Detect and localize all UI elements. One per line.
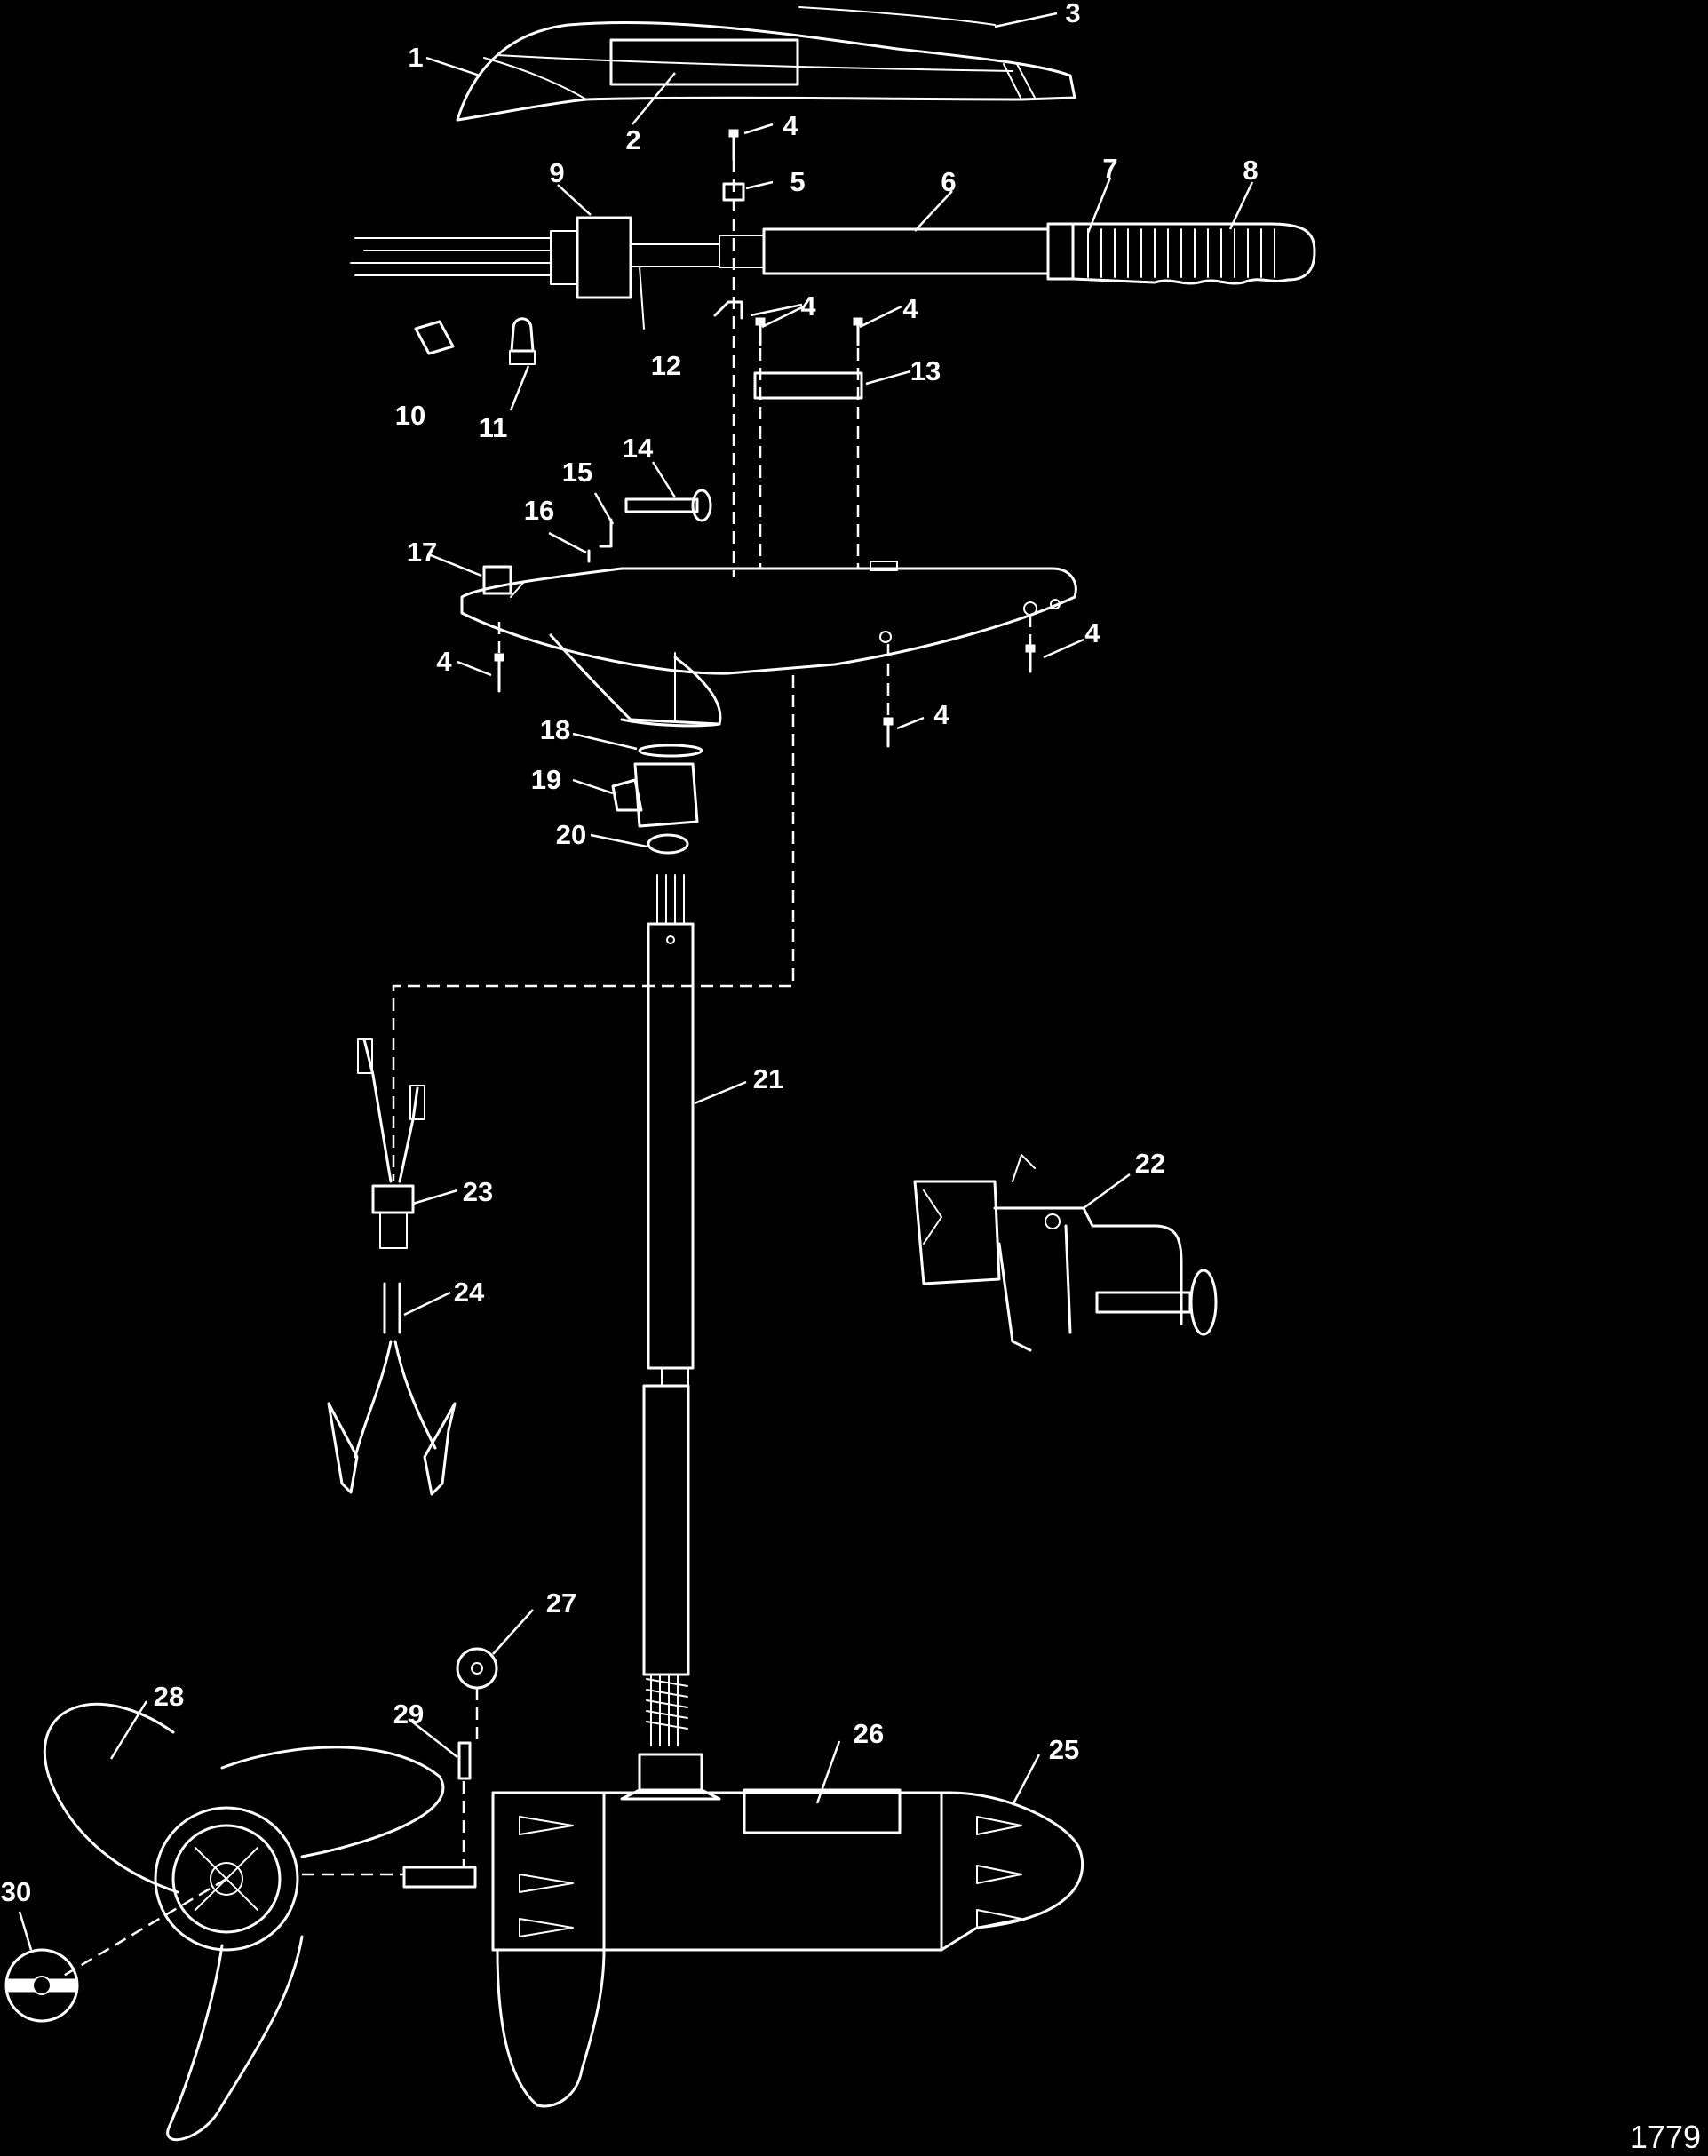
callout-4d: 4: [436, 646, 452, 677]
shaft: [642, 874, 695, 1746]
callout-4a: 4: [783, 110, 798, 141]
pivot-pin: [624, 489, 712, 522]
lower-motor: [491, 1753, 1084, 2108]
callout-28: 28: [154, 1681, 184, 1712]
clip-lower: [713, 300, 743, 320]
callout-26: 26: [854, 1718, 884, 1749]
callout-21: 21: [753, 1063, 783, 1094]
callout-4b: 4: [800, 290, 816, 322]
washer-nut: [456, 1647, 498, 1690]
callout-5: 5: [790, 166, 805, 197]
callout-4f: 4: [933, 699, 949, 730]
speed-switch: [350, 216, 720, 330]
callout-18: 18: [540, 714, 570, 745]
callout-22: 22: [1135, 1148, 1165, 1179]
callout-29: 29: [393, 1699, 424, 1730]
leader-lines: [18, 12, 1254, 1951]
battery-leads: [327, 1282, 457, 1496]
drive-pin: [457, 1741, 472, 1780]
prop-nut: [4, 1948, 79, 2023]
callout-3: 3: [1065, 0, 1080, 28]
callout-19: 19: [531, 764, 561, 795]
connector: [357, 1038, 425, 1249]
callout-4e: 4: [1084, 617, 1100, 648]
propeller: [43, 1702, 445, 2142]
callout-8: 8: [1243, 155, 1258, 186]
callout-15: 15: [562, 457, 592, 488]
callout-25: 25: [1049, 1734, 1079, 1765]
callout-20: 20: [556, 819, 586, 850]
top-cover: [456, 6, 1076, 122]
callout-1: 1: [408, 42, 423, 73]
callout-9: 9: [549, 157, 564, 188]
callout-4c: 4: [902, 293, 918, 324]
callout-16: 16: [524, 495, 554, 526]
spring-pin: [599, 518, 613, 548]
drawing-number: 1779: [1630, 2119, 1701, 2155]
screws: [494, 129, 1036, 748]
washer: [638, 744, 703, 758]
callout-27: 27: [546, 1587, 576, 1619]
tiller-handle: [719, 222, 1316, 285]
callout-13: 13: [910, 355, 941, 386]
callout-17: 17: [407, 537, 437, 568]
callout-labels: 1 2 3 4 5 6 7 8 9 10 11 12 4 4 13 14 15 …: [1, 0, 1259, 1907]
bushing: [647, 833, 689, 855]
callout-2: 2: [625, 124, 640, 155]
motor-head: [460, 561, 1077, 728]
callout-23: 23: [463, 1176, 493, 1207]
fuse-holder: [414, 320, 455, 355]
callout-6: 6: [941, 166, 956, 197]
prop-shaft: [402, 1866, 477, 1889]
callout-30: 30: [1, 1876, 31, 1907]
switch-boot: [509, 317, 536, 365]
handle-grip-ridges: [1087, 228, 1275, 278]
assembly-lines: [61, 160, 1032, 1978]
callout-12: 12: [651, 350, 681, 381]
callout-7: 7: [1102, 153, 1117, 184]
callout-24: 24: [454, 1277, 485, 1308]
callout-10: 10: [395, 400, 425, 431]
collar: [753, 371, 863, 400]
callout-14: 14: [623, 433, 654, 464]
callout-11: 11: [479, 412, 508, 443]
clamp-bracket: [913, 1154, 1218, 1352]
steering-bracket: [611, 762, 699, 828]
